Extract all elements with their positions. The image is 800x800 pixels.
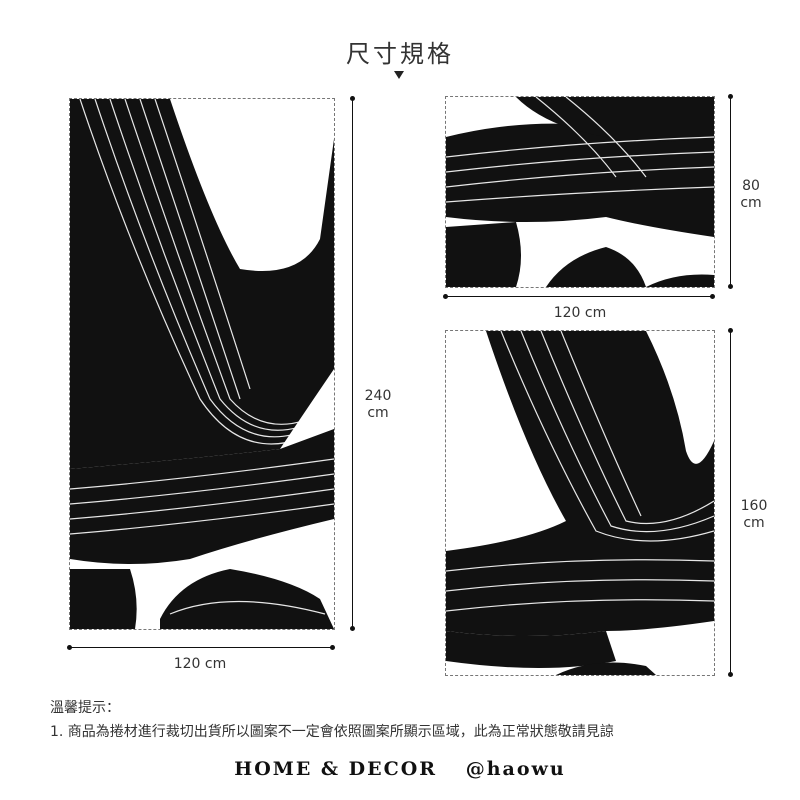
brand-handle: @haowu <box>465 758 566 780</box>
dimension-endpoint <box>710 294 715 299</box>
height-dimension-line <box>730 96 731 286</box>
dimension-endpoint <box>350 96 355 101</box>
large-width-label: 120 cm <box>173 656 227 672</box>
dimension-endpoint <box>330 645 335 650</box>
small-width-label: 120 cm <box>553 305 607 321</box>
line-art-pattern <box>70 99 334 629</box>
dimension-unit: cm <box>743 515 765 531</box>
dimension-endpoint <box>728 94 733 99</box>
dimension-value: 240 <box>364 388 392 404</box>
dimension-endpoint <box>67 645 72 650</box>
dimension-endpoint <box>350 626 355 631</box>
down-triangle-icon <box>394 71 404 79</box>
page-title: 尺寸規格 <box>346 40 454 68</box>
large-panel-artwork <box>69 98 335 630</box>
dimension-endpoint <box>443 294 448 299</box>
dimension-endpoint <box>728 328 733 333</box>
medium-height-label: 160 cm <box>736 498 772 532</box>
large-height-label: 240 cm <box>356 388 400 422</box>
height-dimension-line <box>352 98 353 628</box>
line-art-pattern <box>446 331 714 675</box>
dimension-endpoint <box>728 672 733 677</box>
medium-panel-artwork <box>445 330 715 676</box>
small-height-label: 80 cm <box>736 178 766 212</box>
dimension-value: 160 <box>740 498 768 514</box>
dimension-endpoint <box>728 284 733 289</box>
width-dimension-line <box>445 296 713 297</box>
notice-heading: 溫馨提示： <box>50 700 120 716</box>
brand-name: HOME & DECOR <box>234 758 438 780</box>
brand-footer: HOME & DECOR @haowu <box>0 758 800 780</box>
dimension-value: 80 <box>742 178 760 194</box>
width-dimension-line <box>69 647 333 648</box>
line-art-pattern <box>446 97 714 287</box>
small-panel-artwork <box>445 96 715 288</box>
dimension-unit: cm <box>740 195 762 211</box>
height-dimension-line <box>730 330 731 674</box>
dimension-unit: cm <box>367 405 389 421</box>
notice-text: 1. 商品為捲材進行裁切出貨所以圖案不一定會依照圖案所顯示區域，此為正常狀態敬請… <box>50 724 614 740</box>
